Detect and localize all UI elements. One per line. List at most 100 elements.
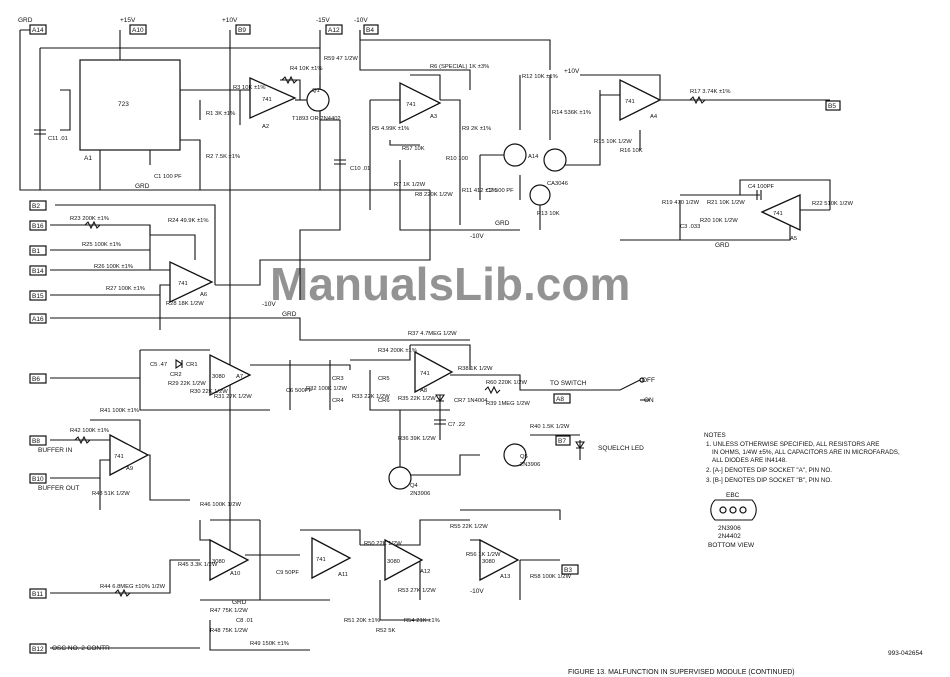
pin-b11-tag: B11 (32, 591, 43, 598)
op-amp-a6 (169, 260, 214, 304)
ic-a9-type: 741 (114, 454, 124, 460)
resistor-r60-symbol (484, 385, 501, 395)
q5-ref: Q5 (520, 454, 528, 460)
r3-label: R3 10K ±1% (233, 85, 266, 91)
plus-10v-b-label: +10V (564, 68, 580, 75)
c1-label: C1 100 PF (154, 174, 182, 180)
c11-label: C11 .01 (48, 136, 68, 142)
c7-label: C7 .22 (448, 422, 465, 428)
connector-tags: A14 A10 B9 A12 B4 B5 B2 B16 B1 B14 B15 A… (29, 24, 841, 654)
r14-label: R14 536K ±1% (552, 110, 591, 116)
ic-a1-ref: A1 (84, 155, 92, 162)
cr6-label: CR6 (378, 398, 390, 404)
r51-label: R51 20K ±1% (344, 618, 380, 624)
r45-label: R45 3.3K 1/2W (178, 562, 218, 568)
r9-label: R9 2K ±1% (462, 126, 491, 132)
ic-a11-ref: A11 (338, 572, 348, 578)
minus-10v-label: -10V (354, 17, 368, 24)
ic-a10-type: 3080 (212, 559, 225, 565)
package-ebc-label: EBC (726, 492, 740, 499)
package-pin-b-icon (729, 506, 737, 514)
ic-a3-type: 741 (406, 102, 416, 108)
diode-cr7-symbol (434, 394, 446, 402)
plus-10v-label: +10V (222, 17, 238, 24)
diode-cr1-symbol (175, 358, 183, 370)
r43-label: R43 51K 1/2W (92, 491, 130, 497)
note-2: 2. [A-] DENOTES DIP SOCKET "A", PIN NO. (706, 467, 832, 474)
pin-a8-tag: A8 (556, 396, 564, 403)
pin-a10-tag: A10 (132, 27, 144, 34)
ic-a12-type: 3080 (387, 559, 400, 565)
cr2-label: CR2 (170, 372, 182, 378)
ota-a12 (384, 538, 424, 582)
c4-label: C4 100PF (748, 184, 775, 190)
r36-label: R36 39K 1/2W (398, 436, 436, 442)
r16-label: R16 10K (620, 148, 643, 154)
ic-a8-ref: A8 (420, 388, 427, 394)
pin-a14-tag: A14 (32, 27, 44, 34)
c2-label: C2 500 PF (486, 188, 514, 194)
r50-label: R50 22K 1/2W (364, 541, 402, 547)
r12-label: R12 10K ±1% (522, 74, 558, 80)
r5-label: R5 4.99K ±1% (372, 126, 409, 132)
r40-label: R40 1.5K 1/2W (530, 424, 570, 430)
ota-a7 (209, 353, 252, 397)
r28-label: R28 18K 1/2W (166, 301, 204, 307)
notes-title: NOTES (704, 432, 726, 439)
op-amp-a4 (619, 78, 662, 122)
pin-a12-tag: A12 (328, 27, 340, 34)
r27-label: R27 100K ±1% (106, 286, 145, 292)
ic-a5-ref: A5 (790, 236, 797, 242)
grd-2-label: GRD (495, 220, 510, 227)
misc-labels: BUFFER IN BUFFER OUT TO SWITCH OFF ON SQ… (38, 377, 755, 652)
r60-label: R60 220K 1/2W (486, 380, 527, 386)
ic-a11-type: 741 (316, 557, 326, 563)
switch-off-label: OFF (642, 377, 655, 384)
diode-labels: CR1 CR2 CR3 CR4 CR5 CR6 CR7 1N4004 (170, 362, 488, 404)
ic-a14-type: CA3046 (547, 181, 568, 187)
r44-label: R44 6.8MEG ±10% 1/2W (100, 584, 166, 590)
ic-a14-ref: A14 (528, 154, 539, 160)
ic-a8-type: 741 (420, 371, 430, 377)
ic-723-body (79, 59, 181, 151)
transistor-a14-right (543, 148, 567, 172)
r37-label: R37 4.7MEG 1/2W (408, 331, 457, 337)
pin-b2-tag: B2 (32, 203, 40, 210)
q5-part: 2N3906 (520, 462, 540, 468)
grd-label: GRD (18, 17, 33, 24)
resistor-r17-symbol (689, 95, 706, 105)
component-bodies (34, 59, 801, 598)
buffer-in-label: BUFFER IN (38, 447, 73, 454)
note-1c: ALL DIODES ARE IN4148. (712, 457, 787, 464)
capacitor-c7-symbol (434, 419, 446, 425)
capacitor-labels: C1 100 PF C2 500 PF C3 .033 C4 100PF C5 … (48, 136, 775, 624)
r33-label: R33 22K 1/2W (352, 394, 390, 400)
c8-label: C8 .01 (236, 618, 253, 624)
ic-a4-type: 741 (625, 99, 635, 105)
minus-15v-label: -15V (316, 17, 330, 24)
capacitor-c4-symbol (756, 190, 762, 200)
pin-b7-tag: B7 (558, 438, 566, 445)
ic-723-label: 723 (118, 101, 129, 108)
pin-a16-tag: A16 (32, 316, 44, 323)
r6-label: R6 (SPECIAL) 1K ±3% (430, 64, 489, 70)
ic-a3-ref: A3 (430, 114, 437, 120)
figure-number: 993-042654 (888, 650, 923, 657)
cr7-label: CR7 1N4004 (454, 398, 488, 404)
note-1b: IN OHMS, 1/4W ±5%, ALL CAPACITORS ARE IN… (712, 449, 900, 456)
osc-contr-label: OSC NO. 2 CONTR (52, 645, 110, 652)
r2-label: R2 7.5K ±1% (206, 154, 240, 160)
r32-label: R32 100K 1/2W (306, 386, 347, 392)
pin-b4-tag: B4 (366, 27, 374, 34)
minus-10v-d-label: -10V (470, 588, 484, 595)
r47-label: R47 75K 1/2W (210, 608, 248, 614)
cr1-label: CR1 (186, 362, 198, 368)
r58-label: R58 100K 1/2W (530, 574, 571, 580)
cr4-label: CR4 (332, 398, 344, 404)
r35-label: R35 22K 1/2W (398, 396, 436, 402)
r41-label: R41 100K ±1% (100, 408, 139, 414)
r22-label: R22 510K 1/2W (812, 201, 853, 207)
r59-label: R59 47 1/2W (324, 56, 358, 62)
grd-3-label: GRD (715, 242, 730, 249)
r8-label: R8 220K 1/2W (415, 192, 453, 198)
